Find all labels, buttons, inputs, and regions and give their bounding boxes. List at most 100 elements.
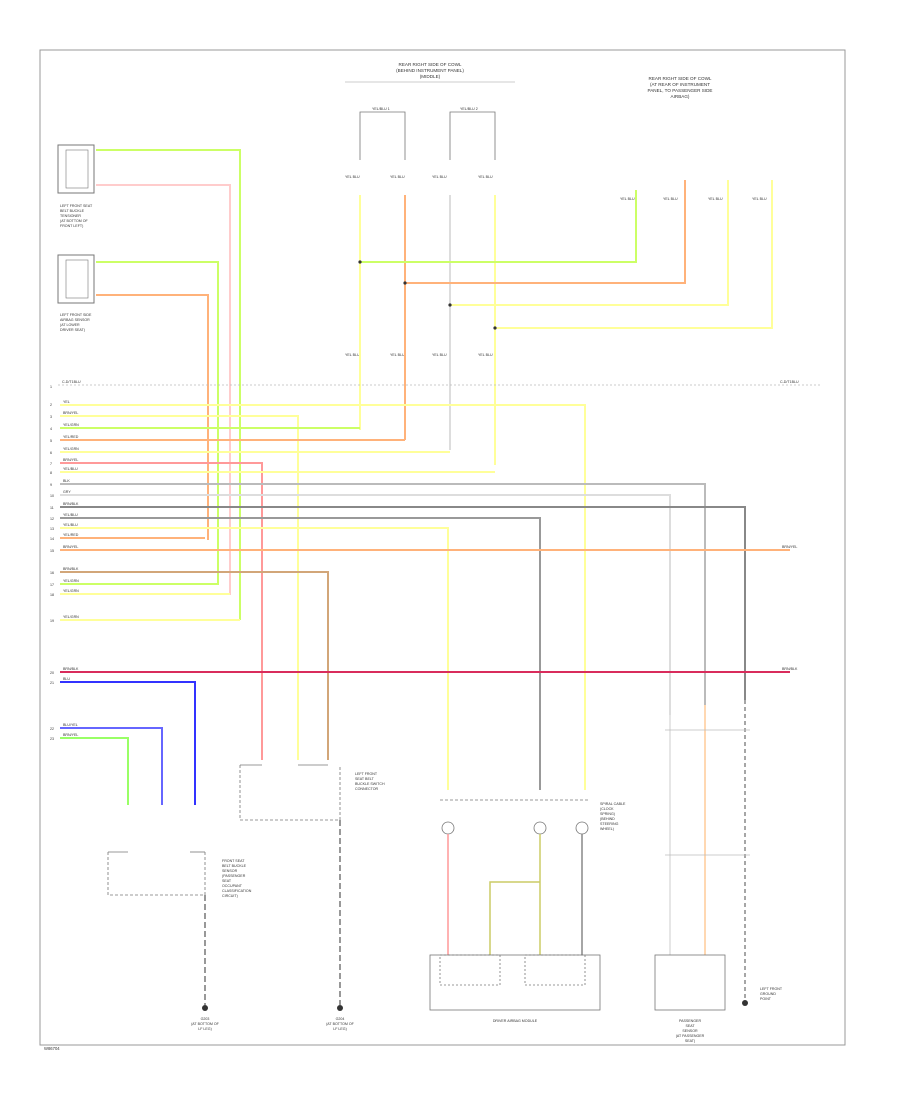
left-front-seatbelt-tensioner <box>57 144 95 194</box>
comp3-line: SENSOR <box>222 869 238 873</box>
pin-number: 9 <box>50 483 52 487</box>
spiral-cable <box>440 799 590 835</box>
passenger-seat-sensor-wiring <box>665 700 750 1000</box>
driver-airbag-module <box>429 954 601 1011</box>
front-seat-belt-sensor <box>107 851 206 896</box>
row-label: GRY <box>63 490 71 494</box>
comp3-line: BELT BUCKLE <box>222 864 247 868</box>
row-label: BLK <box>63 479 70 483</box>
row-label: BRN/BLK <box>63 502 79 506</box>
component-6-labels: PASSENGER SEAT SENSOR (AT PASSENGER SEAT… <box>676 1019 705 1043</box>
diagram-frame <box>39 49 846 1046</box>
pin-number: 7 <box>50 462 52 466</box>
comp6-line: PASSENGER <box>679 1019 702 1023</box>
comp4-line: BUCKLE SWITCH <box>355 782 385 786</box>
right-pin-label: YEL BLU <box>663 197 678 201</box>
component-7-labels: LEFT FRONT GROUND POINT <box>760 987 783 1001</box>
g2-line: (AT BOTTOM OF <box>326 1022 355 1026</box>
right-pin-label: YEL BLU <box>752 197 767 201</box>
row-label: BRN/YEL <box>63 733 78 737</box>
comp5-line: WHEEL) <box>600 827 614 831</box>
comp1-line: BELT BUCKLE <box>60 209 85 213</box>
component-1-labels: LEFT FRONT SEAT BELT BUCKLE TENSIONER (A… <box>60 204 93 228</box>
mid-pin-label: YEL BLU <box>478 353 493 357</box>
row-label: YEL/BLU <box>63 513 78 517</box>
row-label: YEL/BLU <box>63 467 78 471</box>
header-center: REAR RIGHT SIDE OF COWL (BEHIND INSTRUME… <box>345 62 515 83</box>
component-5-labels: SPIRAL CABLE (CLOCK SPRING) (BEHIND STEE… <box>600 802 626 831</box>
row-label: BRN/YEL <box>63 411 78 415</box>
pin-number: 12 <box>50 517 54 521</box>
comp7-line: LEFT FRONT <box>760 987 783 991</box>
ground-point-symbol <box>742 1000 748 1006</box>
comp1-line: FRONT LEFT) <box>60 224 83 228</box>
row-label: YEL <box>63 400 70 404</box>
pin-number: 11 <box>50 506 54 510</box>
pin-number: 19 <box>50 619 54 623</box>
comp6-line: SEAT <box>685 1024 695 1028</box>
comp7-line: GROUND <box>760 992 776 996</box>
passenger-seat-sensor <box>654 954 726 1011</box>
comp7-line: POINT <box>760 997 772 1001</box>
header-right-line-2: (AT REAR OF INSTRUMENT <box>650 82 710 87</box>
pin-number: 15 <box>50 549 54 553</box>
connector-label-top-mid: YEL/BLU 2 <box>460 107 478 111</box>
component-4-labels: LEFT FRONT SEAT BELT BUCKLE SWITCH CONNE… <box>355 772 385 791</box>
comp5-line: (BEHIND <box>600 817 615 821</box>
row-label: YEL/RED <box>63 435 79 439</box>
comp6-line: SEAT) <box>685 1039 695 1043</box>
header-right-line-4: AIRBAG) <box>671 94 690 99</box>
ground-2-labels: G204 (AT BOTTOM OF LF LEG) <box>326 1017 355 1031</box>
g1-line: G203 <box>201 1017 210 1021</box>
g1-line: LF LEG) <box>198 1027 212 1031</box>
comp5-line: SPIRAL CABLE <box>600 802 626 806</box>
header-line-3: (MIDDLE) <box>420 74 441 79</box>
top-pin-label: YEL BLU <box>390 175 405 179</box>
row-label: BLU <box>63 677 70 681</box>
seat-belt-buckle-switch <box>239 764 341 821</box>
comp1-line: TENSIONER <box>60 214 81 218</box>
comp1-line: (AT BOTTOM OF <box>60 219 89 223</box>
row-label: YEL/GRN <box>63 615 79 619</box>
ground-2-symbol <box>337 1005 343 1011</box>
ground-1-labels: G203 (AT BOTTOM OF LF LEG) <box>191 1017 220 1031</box>
component-2-labels: LEFT FRONT SIDE AIRBAG SENSOR (AT LOWER … <box>60 313 92 332</box>
pin-number: 3 <box>50 415 52 419</box>
header-line-2: (BEHIND INSTRUMENT PANEL) <box>396 68 464 73</box>
comp5-line: STEERING <box>600 822 619 826</box>
header-line-1: REAR RIGHT SIDE OF COWL <box>399 62 462 67</box>
g1-line: (AT BOTTOM OF <box>191 1022 220 1026</box>
left-pin-numbers: 1 2 3 4 5 6 7 8 9 10 11 12 13 14 15 16 1… <box>50 385 54 741</box>
g2-line: G204 <box>336 1017 345 1021</box>
row-label: YEL/BLU <box>63 523 78 527</box>
header-right-line-3: PANEL, TO PASSENGER SIDE <box>647 88 712 93</box>
pin-number: 18 <box>50 593 54 597</box>
ground-1-symbol <box>202 1005 208 1011</box>
pin-number: 17 <box>50 583 54 587</box>
top-connector-brackets <box>359 111 496 160</box>
comp6-line: SENSOR <box>682 1029 698 1033</box>
header-right: REAR RIGHT SIDE OF COWL (AT REAR OF INST… <box>647 76 712 99</box>
pin-number: 16 <box>50 571 54 575</box>
pin-number: 1 <box>50 385 52 389</box>
comp3-line: CIRCUIT) <box>222 894 238 898</box>
g2-line: LF LEG) <box>333 1027 347 1031</box>
right-row-label: BRN/BLK <box>782 667 798 671</box>
pin-number: 5 <box>50 439 52 443</box>
top-pin-label: YEL BLU <box>345 175 360 179</box>
row-label: BRN/YEL <box>63 458 78 462</box>
row-label: BLU/YEL <box>63 723 78 727</box>
mid-pin-labels: YEL BLU YEL BLU YEL BLU YEL BLU <box>345 353 493 357</box>
top-vertical-wires <box>359 195 496 465</box>
pin-number: 10 <box>50 494 54 498</box>
pin-number: 23 <box>50 737 54 741</box>
right-row-label: BRN/YEL <box>782 545 797 549</box>
comp2-line: LEFT FRONT SIDE <box>60 313 92 317</box>
comp3-line: (PASSENGER <box>222 874 246 878</box>
top-pin-label: YEL BLU <box>478 175 493 179</box>
comp1-line: LEFT FRONT SEAT <box>60 204 93 208</box>
pin-number: 6 <box>50 451 52 455</box>
row-label: YEL/RED <box>63 533 79 537</box>
comp3-line: FRONT SEAT <box>222 859 245 863</box>
component-3-labels: FRONT SEAT BELT BUCKLE SENSOR (PASSENGER… <box>222 859 252 898</box>
